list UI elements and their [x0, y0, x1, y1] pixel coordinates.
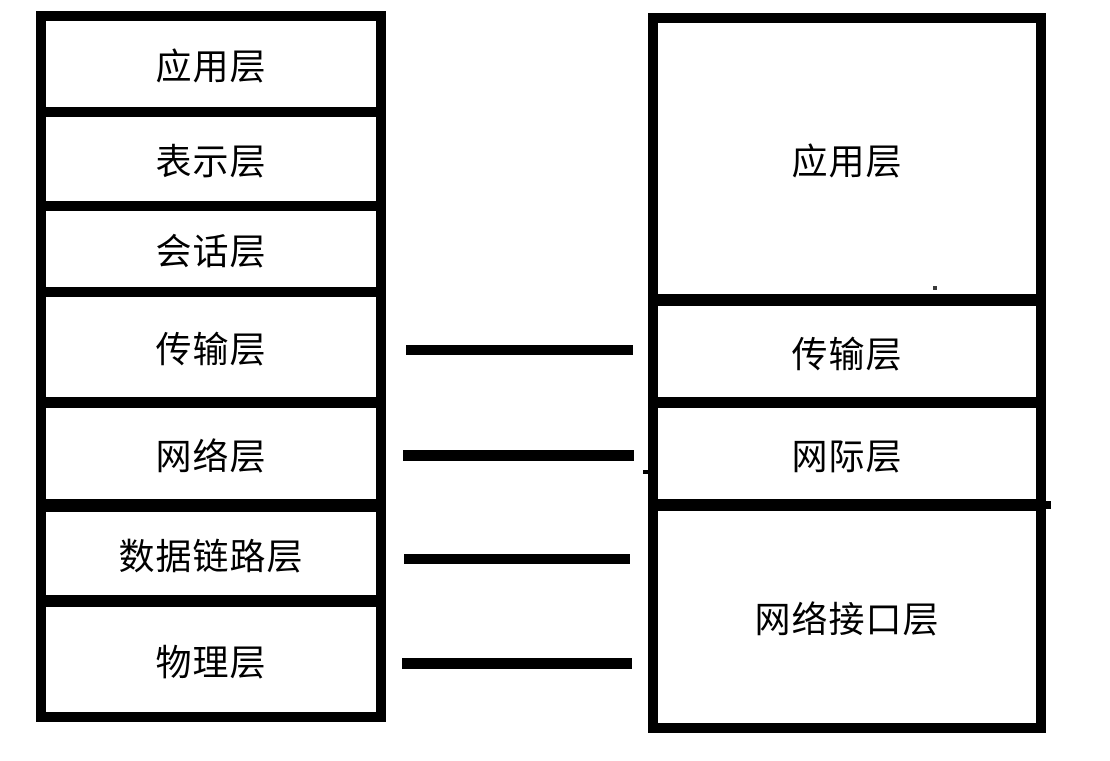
tcpip-layer-application-label: 应用层	[791, 140, 903, 182]
osi-layer-application-label: 应用层	[155, 46, 267, 87]
osi-layer-physical-label: 物理层	[155, 641, 267, 683]
osi-stack: 应用层 表示层 会话层 传输层 网络层 数据链路层 物理层	[36, 11, 386, 722]
osi-layer-transport: 传输层	[46, 297, 376, 397]
osi-layer-presentation: 表示层	[46, 117, 376, 201]
stray-mark-right-of-tcpip-box	[1046, 501, 1051, 509]
connector-transport-transport	[406, 345, 633, 355]
connector-physical-networkinterface	[402, 658, 632, 669]
osi-layer-datalink-label: 数据链路层	[118, 535, 304, 577]
osi-layer-presentation-label: 表示层	[155, 141, 267, 182]
osi-layer-network: 网络层	[46, 408, 376, 499]
tcpip-layer-network-interface: 网络接口层	[658, 511, 1036, 723]
tcpip-layer-transport: 传输层	[658, 306, 1036, 397]
stray-dot	[933, 286, 937, 290]
osi-layer-application: 应用层	[46, 21, 376, 107]
osi-layer-network-label: 网络层	[155, 435, 267, 477]
osi-layer-datalink: 数据链路层	[46, 512, 376, 595]
osi-layer-session-label: 会话层	[155, 231, 267, 272]
tcpip-layer-transport-label: 传输层	[791, 333, 903, 375]
osi-layer-transport-label: 传输层	[155, 329, 267, 370]
osi-layer-session: 会话层	[46, 211, 376, 287]
osi-layer-physical: 物理层	[46, 607, 376, 712]
tcpip-layer-internet-label: 网际层	[791, 435, 903, 477]
tcpip-stack: 应用层 传输层 网际层 网络接口层	[648, 13, 1046, 733]
tcpip-layer-internet: 网际层	[658, 408, 1036, 499]
tcpip-layer-network-interface-label: 网络接口层	[754, 599, 940, 640]
tcpip-layer-application: 应用层	[658, 23, 1036, 294]
stray-mark-left-of-tcpip-box	[643, 470, 648, 474]
connector-datalink-networkinterface	[404, 554, 630, 564]
connector-network-internet	[403, 450, 634, 461]
